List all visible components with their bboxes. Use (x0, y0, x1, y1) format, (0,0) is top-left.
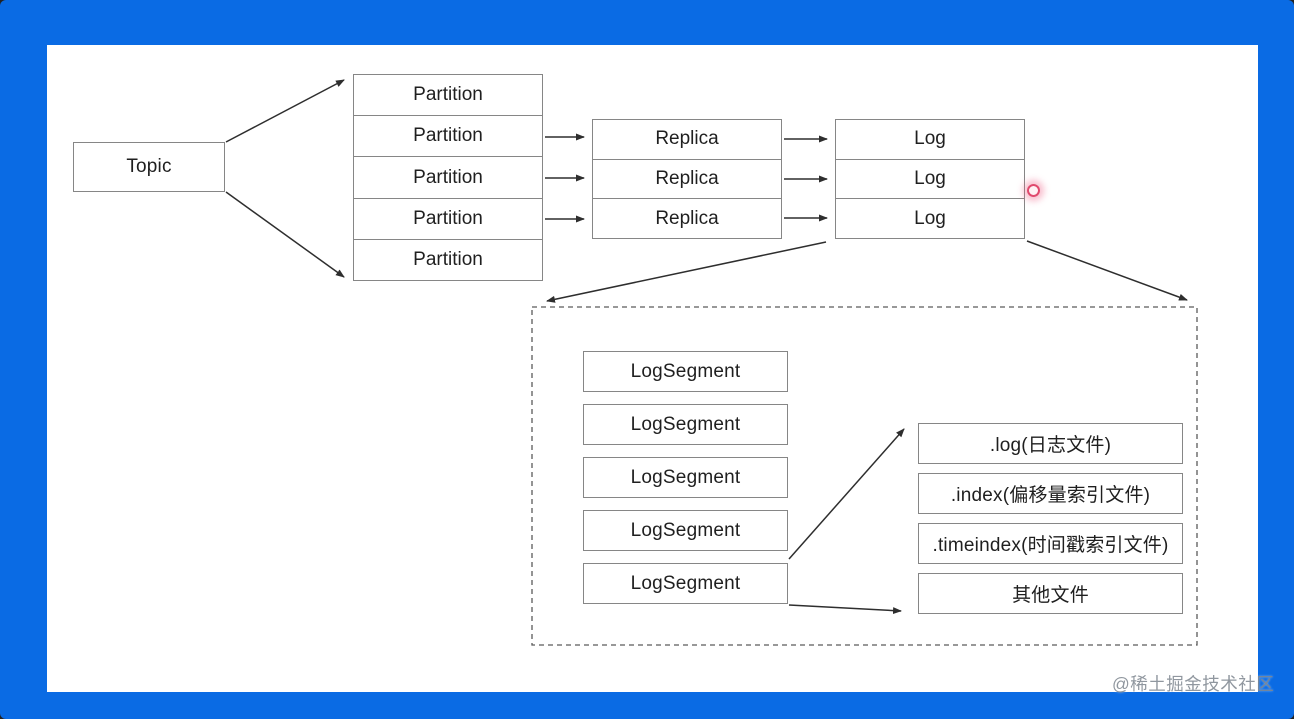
log-stack: Log Log Log (835, 119, 1025, 239)
cursor-highlight-dot (1027, 184, 1040, 197)
logsegment-box: LogSegment (583, 510, 788, 551)
partition-row: Partition (413, 248, 483, 270)
log-row: Log (836, 160, 1024, 200)
replica-row: Replica (655, 207, 719, 229)
logsegment-box: LogSegment (583, 563, 788, 604)
watermark: @稀土掘金技术社区 (1112, 674, 1275, 694)
partition-row: Partition (354, 75, 542, 117)
partition-row: Partition (354, 157, 542, 199)
replica-row: Replica (593, 120, 781, 160)
partition-row: Partition (354, 199, 542, 240)
topic-box: Topic (73, 142, 225, 192)
log-file-box: .log(日志文件) (918, 423, 1183, 464)
timeindex-file-box: .timeindex(时间戳索引文件) (918, 523, 1183, 564)
other-files-box: 其他文件 (918, 573, 1183, 614)
replica-stack: Replica Replica Replica (592, 119, 782, 239)
logsegment-box: LogSegment (583, 457, 788, 498)
logsegment-box: LogSegment (583, 351, 788, 392)
logsegment-box: LogSegment (583, 404, 788, 445)
log-row: Log (836, 120, 1024, 160)
partition-stack: Partition Partition Partition Partition … (353, 74, 543, 281)
index-file-box: .index(偏移量索引文件) (918, 473, 1183, 514)
partition-row: Partition (354, 116, 542, 158)
log-row: Log (914, 207, 946, 229)
topic-label: Topic (126, 156, 172, 177)
replica-row: Replica (593, 160, 781, 200)
